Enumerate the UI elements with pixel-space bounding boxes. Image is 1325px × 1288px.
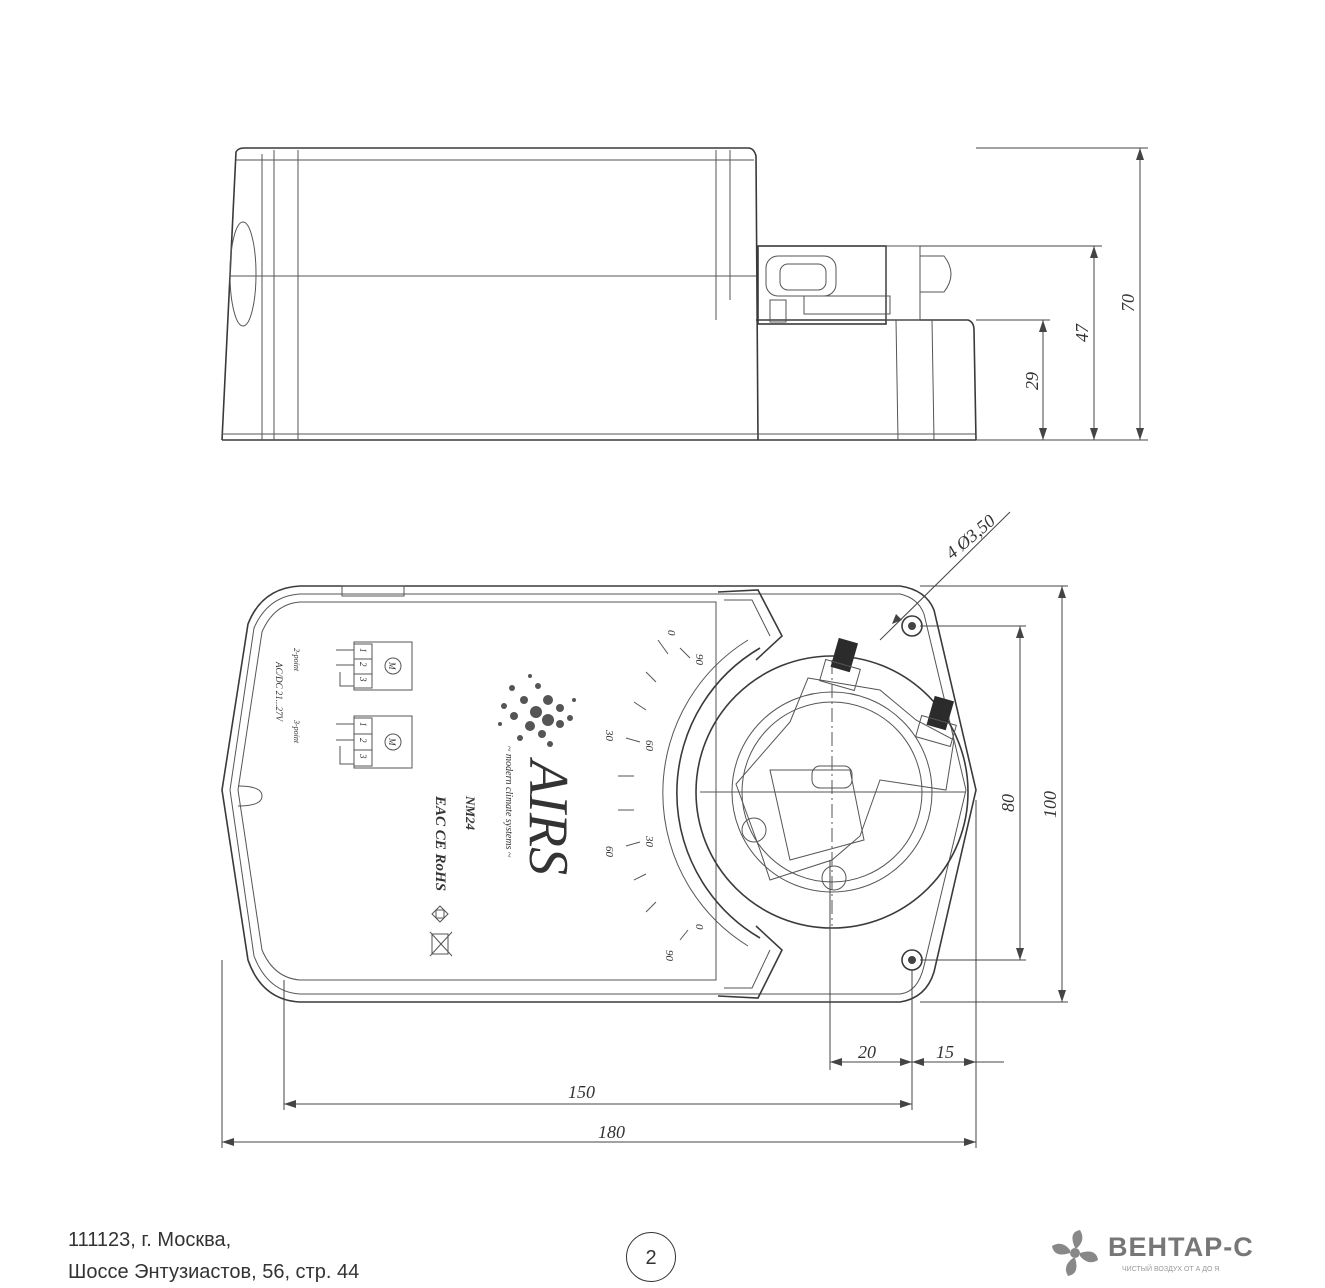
- dim-150: 150: [568, 1082, 595, 1102]
- model-name: NM24: [463, 795, 478, 830]
- technical-drawing: 70 47 29: [221, 147, 1148, 1148]
- scale-label: 30: [603, 729, 615, 742]
- scale-label: 60: [643, 740, 655, 752]
- page-number: 2: [626, 1232, 676, 1282]
- scale-label: 0: [693, 924, 705, 930]
- address-line-1: 111123, г. Москва,: [68, 1229, 232, 1251]
- company-address: 111123, г. Москва, Шоссе Энтузиастов, 56…: [68, 1224, 359, 1288]
- side-view: 70 47 29: [221, 147, 1148, 441]
- company-logo[interactable]: ВЕНТАР-С ЧИСТЫЙ ВОЗДУХ ОТ А ДО Я: [1046, 1228, 1286, 1284]
- logo-text: ВЕНТАР-С: [1108, 1232, 1254, 1262]
- terminal-label: 1: [358, 648, 368, 653]
- fan-icon: [1052, 1230, 1098, 1276]
- safety-icons: [429, 905, 453, 957]
- top-view: 0 30 60 90 30 60 0 90 AIRS ~ modern clim…: [221, 510, 1068, 1148]
- dim-29: 29: [1022, 372, 1042, 390]
- dim-47: 47: [1072, 323, 1092, 342]
- scale-label: 90: [693, 654, 705, 666]
- mode-2point-label: 2-point: [292, 648, 301, 672]
- mode-3point-label: 3-point: [292, 719, 301, 744]
- motor-symbol: M: [387, 661, 397, 670]
- terminal-label: 1: [358, 722, 368, 727]
- terminal-label: 3: [358, 676, 368, 682]
- terminal-label: 3: [358, 753, 368, 759]
- dim-15: 15: [936, 1042, 954, 1062]
- dim-80: 80: [998, 794, 1018, 812]
- dim-hole: 4 Ø3,50: [942, 510, 999, 563]
- terminal-label: 2: [358, 662, 368, 667]
- logo-subtitle: ЧИСТЫЙ ВОЗДУХ ОТ А ДО Я: [1122, 1266, 1220, 1273]
- brand-tagline: ~ modern climate systems ~: [503, 746, 514, 858]
- address-line-2: Шоссе Энтузиастов, 56, стр. 44: [68, 1261, 360, 1283]
- scale-label: 60: [603, 846, 615, 858]
- terminal-label: 2: [358, 738, 368, 743]
- scale-label: 0: [665, 630, 677, 636]
- scale-label: 30: [643, 835, 655, 848]
- brand-name: AIRS: [517, 756, 579, 875]
- dim-100: 100: [1040, 791, 1060, 818]
- scale-label: 90: [663, 950, 675, 962]
- dim-180: 180: [598, 1122, 625, 1142]
- dim-20: 20: [858, 1042, 876, 1062]
- wiring-diagram-3point: M 1 2 3 3-point: [292, 715, 413, 769]
- brand-logo: AIRS ~ modern climate systems ~: [498, 674, 579, 875]
- wiring-diagram-2point: M 1 2 3 2-point: [292, 641, 413, 691]
- cert-marks: EAC CE RoHS: [432, 795, 448, 891]
- motor-symbol: M: [387, 737, 397, 746]
- dim-70: 70: [1118, 294, 1138, 312]
- power-label: AC/DC 21...27V: [274, 661, 284, 723]
